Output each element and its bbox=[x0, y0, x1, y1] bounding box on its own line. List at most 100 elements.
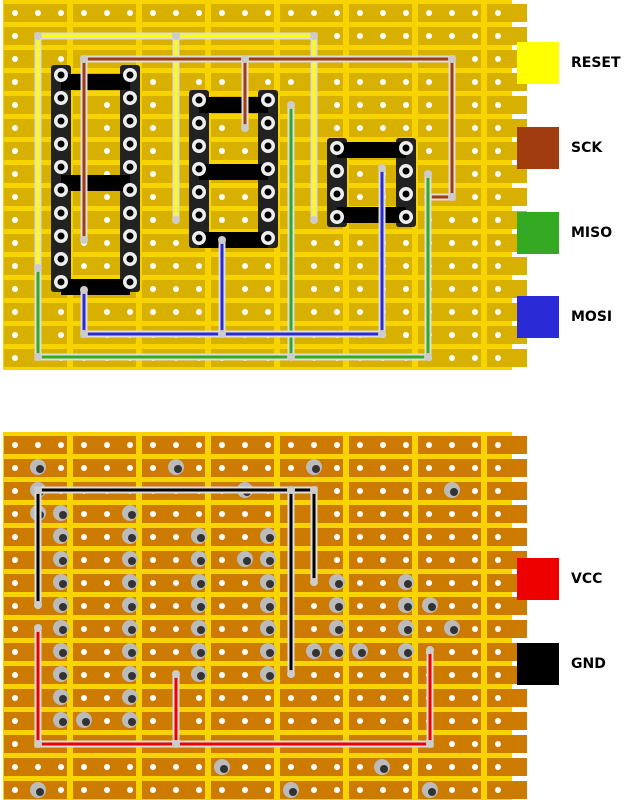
hole bbox=[150, 557, 156, 563]
hole bbox=[150, 125, 156, 131]
hole bbox=[265, 764, 271, 770]
socket-pin-hole bbox=[126, 232, 134, 240]
socket-pin-hole bbox=[126, 209, 134, 217]
hole bbox=[380, 649, 386, 655]
wire-end bbox=[34, 601, 42, 609]
hole bbox=[173, 764, 179, 770]
hole bbox=[357, 309, 363, 315]
socket-pin-hole bbox=[126, 163, 134, 171]
hole bbox=[104, 718, 110, 724]
socket-pin-hole bbox=[126, 255, 134, 263]
hole bbox=[12, 217, 18, 223]
wire-end bbox=[378, 164, 386, 172]
copper-strip bbox=[487, 712, 527, 730]
hole bbox=[495, 465, 501, 471]
hole bbox=[357, 102, 363, 108]
hole bbox=[265, 10, 271, 16]
copper-strip bbox=[487, 620, 527, 638]
socket-pin-hole bbox=[195, 165, 203, 173]
hole bbox=[104, 309, 110, 315]
hole bbox=[495, 56, 501, 62]
hole bbox=[58, 787, 64, 793]
jumper-link bbox=[199, 232, 268, 248]
hole bbox=[495, 603, 501, 609]
hole bbox=[472, 442, 478, 448]
hole bbox=[357, 718, 363, 724]
hole bbox=[357, 442, 363, 448]
solder-joint-shade bbox=[197, 603, 205, 611]
hole bbox=[495, 263, 501, 269]
solder-joint-shade bbox=[266, 672, 274, 680]
hole bbox=[35, 10, 41, 16]
hole bbox=[472, 102, 478, 108]
hole bbox=[403, 263, 409, 269]
hole bbox=[426, 10, 432, 16]
solder-joint-shade bbox=[312, 649, 320, 657]
hole bbox=[104, 10, 110, 16]
hole bbox=[357, 171, 363, 177]
hole bbox=[242, 718, 248, 724]
legend-label: MISO bbox=[571, 225, 613, 241]
solder-joint-shade bbox=[128, 557, 136, 565]
hole bbox=[380, 10, 386, 16]
solder-joint-shade bbox=[128, 511, 136, 519]
hole bbox=[357, 125, 363, 131]
socket-pin-hole bbox=[57, 186, 65, 194]
hole bbox=[334, 534, 340, 540]
hole bbox=[334, 718, 340, 724]
hole bbox=[58, 10, 64, 16]
hole bbox=[426, 442, 432, 448]
hole bbox=[12, 580, 18, 586]
hole bbox=[357, 764, 363, 770]
hole bbox=[311, 626, 317, 632]
hole bbox=[150, 171, 156, 177]
hole bbox=[472, 649, 478, 655]
solder-joint-shade bbox=[197, 672, 205, 680]
hole bbox=[12, 626, 18, 632]
hole bbox=[127, 787, 133, 793]
hole bbox=[357, 10, 363, 16]
hole bbox=[219, 649, 225, 655]
hole bbox=[81, 442, 87, 448]
hole bbox=[104, 511, 110, 517]
jumper-link bbox=[199, 97, 268, 113]
hole bbox=[12, 332, 18, 338]
wire-end bbox=[218, 330, 226, 338]
wire-end bbox=[310, 578, 318, 586]
hole bbox=[81, 263, 87, 269]
hole bbox=[12, 465, 18, 471]
hole bbox=[426, 125, 432, 131]
solder-joint-shade bbox=[335, 603, 343, 611]
hole bbox=[403, 240, 409, 246]
hole bbox=[58, 56, 64, 62]
hole bbox=[265, 286, 271, 292]
hole bbox=[242, 148, 248, 154]
hole bbox=[403, 465, 409, 471]
hole bbox=[104, 125, 110, 131]
solder-joint-shade bbox=[36, 465, 44, 473]
hole bbox=[472, 332, 478, 338]
hole bbox=[58, 332, 64, 338]
legend-label: GND bbox=[571, 656, 606, 672]
hole bbox=[380, 488, 386, 494]
hole bbox=[173, 263, 179, 269]
hole bbox=[242, 787, 248, 793]
solder-joint-shade bbox=[36, 788, 44, 796]
wire-end bbox=[172, 740, 180, 748]
solder-joint-shade bbox=[128, 626, 136, 634]
solder-joint-shade bbox=[335, 626, 343, 634]
hole bbox=[58, 465, 64, 471]
hole bbox=[495, 332, 501, 338]
socket-pin-hole bbox=[57, 163, 65, 171]
hole bbox=[334, 672, 340, 678]
socket-pin-hole bbox=[195, 96, 203, 104]
hole bbox=[104, 240, 110, 246]
solder-joint-shade bbox=[266, 603, 274, 611]
solder-joint-shade bbox=[59, 626, 67, 634]
hole bbox=[403, 672, 409, 678]
wire-end bbox=[80, 330, 88, 338]
hole bbox=[219, 580, 225, 586]
solder-joint-shade bbox=[266, 649, 274, 657]
hole bbox=[12, 355, 18, 361]
